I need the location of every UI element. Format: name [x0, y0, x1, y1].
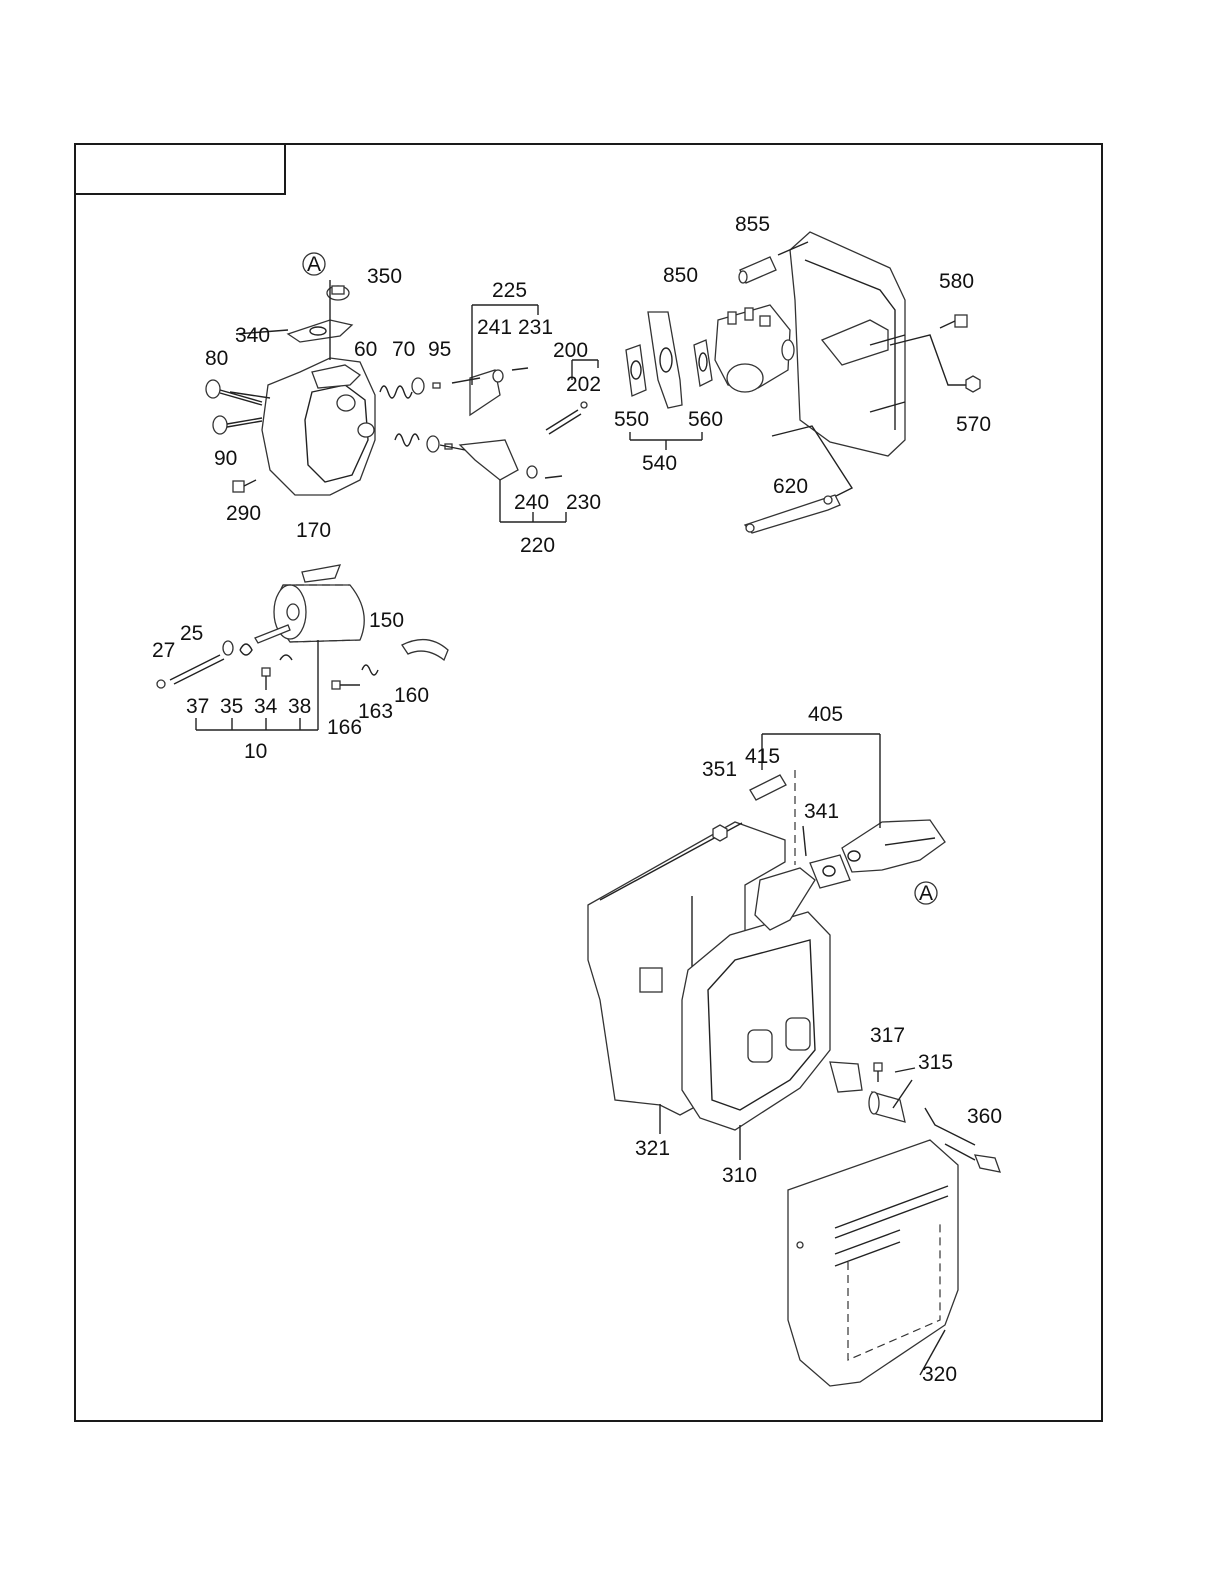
stud-415-nut-351 [712, 774, 787, 842]
callout-163: 163 [358, 700, 393, 723]
weight-170 [301, 564, 342, 583]
callout-a-bottom: A [919, 882, 933, 905]
callout-550: 550 [614, 408, 649, 431]
carburetor-assembly [714, 304, 795, 393]
callout-341: 341 [804, 800, 839, 823]
bracket-620 [743, 425, 854, 534]
callout-290: 290 [226, 502, 261, 525]
callout-95: 95 [428, 338, 451, 361]
callout-90: 90 [214, 447, 237, 470]
callout-150: 150 [369, 609, 404, 632]
title-box [74, 143, 286, 195]
callout-202: 202 [566, 373, 601, 396]
gasket-341 [809, 854, 851, 889]
callout-35: 35 [220, 695, 243, 718]
callout-340: 340 [235, 324, 270, 347]
bolt-290 [232, 479, 257, 493]
valve-80 [205, 379, 263, 406]
callout-415: 415 [745, 745, 780, 768]
bolt-360 [944, 1143, 1001, 1173]
callout-855: 855 [735, 213, 770, 236]
shaft-25 [169, 654, 225, 685]
reference-circle-a-bottom [914, 881, 938, 905]
callout-241: 241 [477, 316, 512, 339]
callout-315: 315 [918, 1051, 953, 1074]
callout-240: 240 [514, 491, 549, 514]
callout-560: 560 [688, 408, 723, 431]
callout-231: 231 [518, 316, 553, 339]
callout-350: 350 [367, 265, 402, 288]
flange-405 [841, 819, 946, 873]
valve-springs-60 [379, 385, 420, 447]
callout-a-top: A [307, 253, 321, 276]
pushrod-200 [545, 401, 588, 435]
screw-317 [873, 1062, 883, 1082]
callout-25: 25 [180, 622, 203, 645]
callout-60: 60 [354, 338, 377, 361]
callout-570: 570 [956, 413, 991, 436]
part-350 [326, 285, 350, 301]
callout-317: 317 [870, 1024, 905, 1047]
callout-38: 38 [288, 695, 311, 718]
cylinder-head-assembly [261, 357, 376, 496]
rocker-arms [458, 367, 563, 481]
callout-10: 10 [244, 740, 267, 763]
diagram-frame [74, 143, 1103, 1422]
callout-166: 166 [327, 716, 362, 739]
callout-321: 321 [635, 1137, 670, 1160]
retainers-70-95 [411, 377, 453, 453]
callout-310: 310 [722, 1164, 757, 1187]
reference-circle-a-top [302, 252, 326, 276]
muffler-leader-lines [659, 733, 976, 1376]
callout-580: 580 [939, 270, 974, 293]
gaskets-540 [625, 311, 713, 450]
callout-160: 160 [394, 684, 429, 707]
callout-850: 850 [663, 264, 698, 287]
callout-540: 540 [642, 452, 677, 475]
gasket-340 [286, 319, 354, 343]
air-cleaner-body [789, 231, 906, 457]
callout-200: 200 [553, 339, 588, 362]
callout-620: 620 [773, 475, 808, 498]
tube-855 [738, 241, 809, 284]
callout-27: 27 [152, 639, 175, 662]
small-parts-group-10 [156, 624, 319, 731]
group-leader-lines [229, 280, 599, 523]
tube-315 [868, 1091, 906, 1123]
callout-360: 360 [967, 1105, 1002, 1128]
callout-220: 220 [520, 534, 555, 557]
callout-70: 70 [392, 338, 415, 361]
cover-320 [787, 1139, 959, 1387]
camshaft-gear-150 [273, 584, 365, 643]
callout-230: 230 [566, 491, 601, 514]
muffler-310 [681, 867, 863, 1131]
callout-405: 405 [808, 703, 843, 726]
callout-320: 320 [922, 1363, 957, 1386]
parts-160-163-166 [331, 638, 449, 690]
callout-225: 225 [492, 279, 527, 302]
callout-34: 34 [254, 695, 278, 718]
callout-351: 351 [702, 758, 737, 781]
valve-90 [212, 415, 263, 435]
callout-37: 37 [186, 695, 209, 718]
callout-80: 80 [205, 347, 228, 370]
bolt-580-nut-570 [889, 314, 981, 393]
callout-170: 170 [296, 519, 331, 542]
